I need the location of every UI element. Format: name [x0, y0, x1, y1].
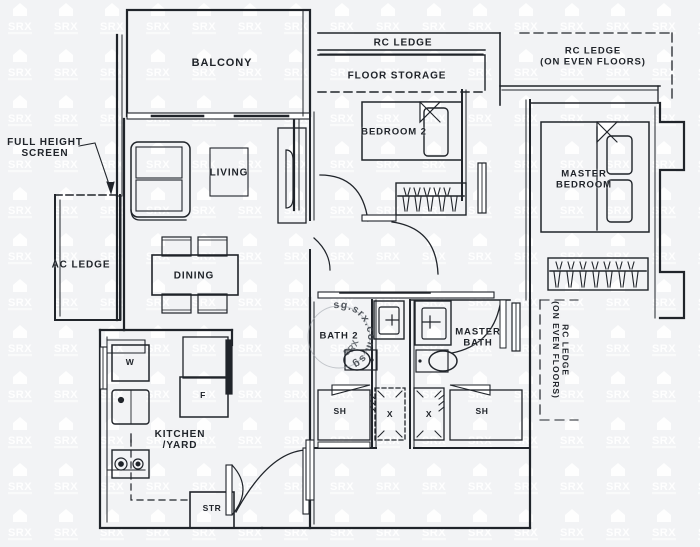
floor-storage-outline [317, 54, 486, 93]
shower-tray-bath-2 [317, 384, 406, 441]
window-master-bath-right [511, 302, 521, 352]
furniture-fridge [179, 376, 229, 418]
furniture-toilet-master [415, 349, 458, 373]
window-left-lower [305, 439, 315, 501]
shower-master [413, 384, 523, 441]
full-height-screen-leader [78, 142, 115, 195]
door-entry [235, 447, 310, 515]
room-bath-2 [313, 299, 406, 449]
wardrobe-bedroom-2 [395, 182, 467, 216]
basin-bath2 [373, 300, 405, 340]
wardrobe-master [547, 257, 649, 291]
kitchen-tall-unit [182, 336, 229, 379]
door-bedroom-2 [319, 174, 397, 222]
room-master-bedroom [525, 99, 686, 530]
wall-left-outer [115, 33, 123, 198]
door-master-bath [451, 299, 507, 354]
rc-ledge-even-floors-outline [499, 32, 673, 104]
ac-ledge-outline [54, 194, 122, 322]
rc-ledge-top-outline [317, 32, 501, 106]
room-balcony [125, 8, 312, 120]
furniture-dining-set [151, 236, 239, 314]
basin-master [414, 300, 452, 346]
room-bedroom-2 [319, 89, 487, 275]
rc-ledge-vertical-outline [539, 299, 579, 421]
furniture-kitchen-sink [111, 389, 150, 425]
room-kitchen-yard [98, 328, 310, 530]
furniture-sofa [130, 141, 191, 221]
door-corridor [391, 221, 439, 275]
living-label-box [209, 147, 249, 197]
